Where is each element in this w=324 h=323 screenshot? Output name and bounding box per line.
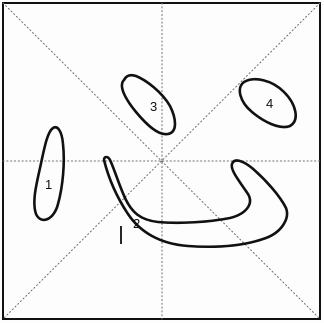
stroke-2-shape <box>104 157 287 247</box>
stroke-3-shape <box>122 75 175 134</box>
stroke-2-label: 2 <box>133 216 140 231</box>
stroke-3-label: 3 <box>150 99 157 114</box>
stroke-4-label: 4 <box>266 96 273 111</box>
stroke-1-shape <box>34 127 63 220</box>
stroke-1-label: 1 <box>45 177 52 192</box>
